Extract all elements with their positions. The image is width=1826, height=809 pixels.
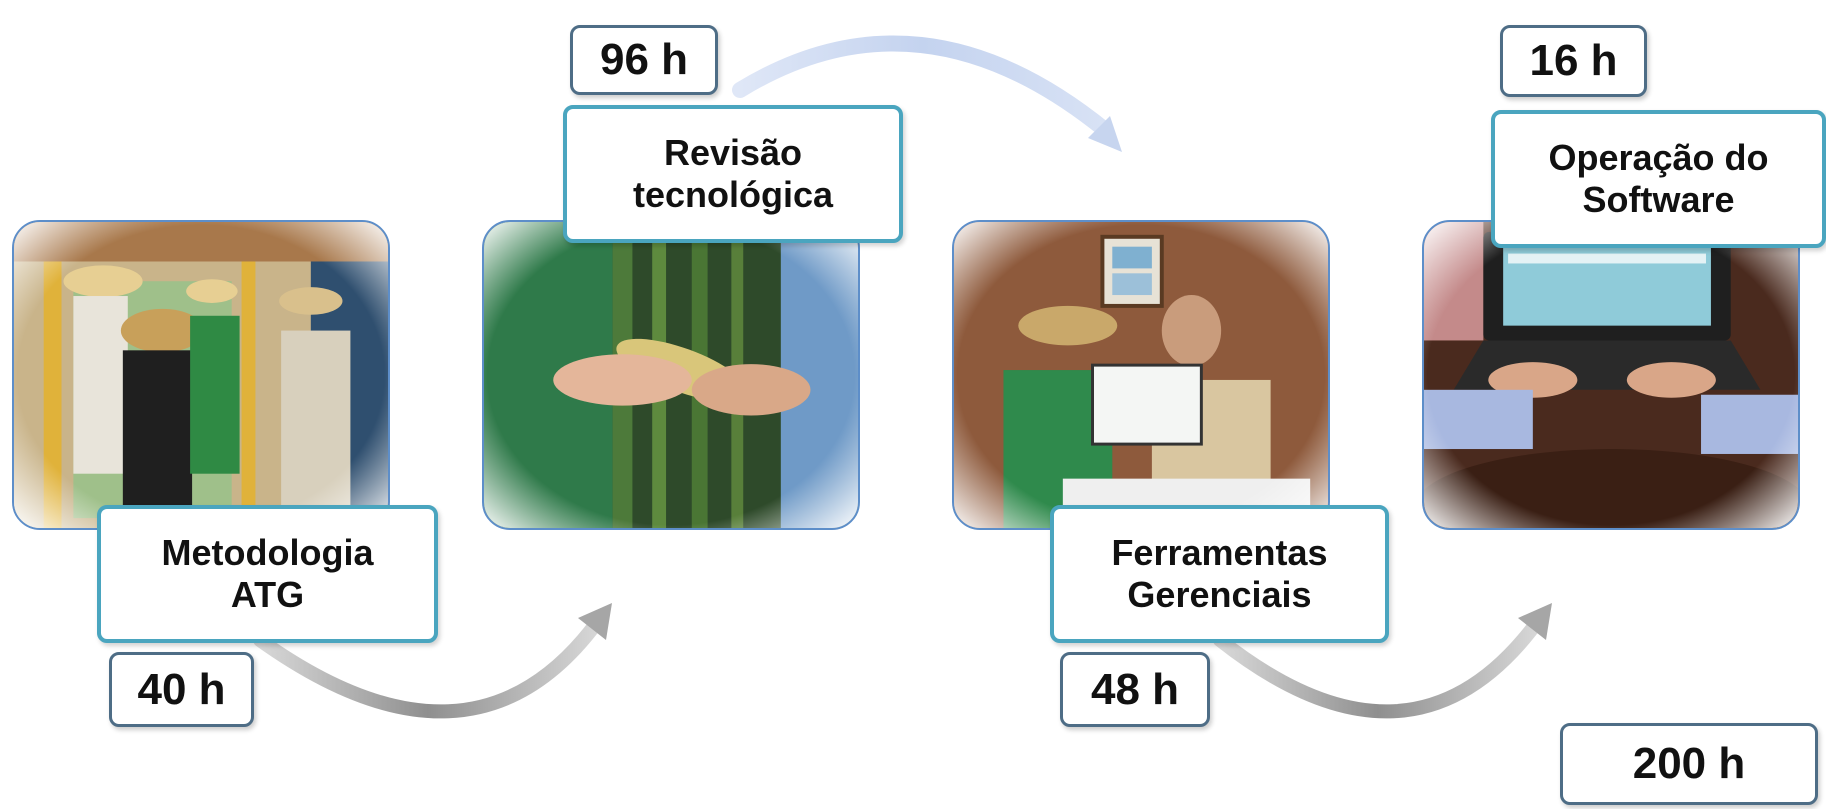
photo-card-operacao [1422,220,1800,530]
step-2-title: Revisão tecnológica [563,105,903,243]
photo-tablet-meeting [954,222,1328,528]
photo-card-ferramentas [952,220,1330,530]
total-hours: 200 h [1560,723,1818,805]
photo-farmers-handshake [14,222,388,528]
step-4-title: Operação do Software [1491,110,1826,248]
step-1-hours: 40 h [109,652,254,727]
step-4-title-text: Operação do Software [1548,137,1769,220]
step-1-title-text: Metodologia ATG [161,532,374,615]
photo-laptop-typing [1424,222,1798,528]
step-2-title-text: Revisão tecnológica [632,132,834,215]
step-2-hours: 96 h [570,25,718,95]
step-3-title: Ferramentas Gerenciais [1050,505,1389,643]
photo-corn-inspection [484,222,858,528]
step-4-hours: 16 h [1500,25,1647,97]
photo-card-metodologia [12,220,390,530]
photo-card-revisao [482,220,860,530]
step-3-hours: 48 h [1060,652,1210,727]
step-1-title: Metodologia ATG [97,505,438,643]
step-3-title-text: Ferramentas Gerenciais [1111,532,1328,615]
